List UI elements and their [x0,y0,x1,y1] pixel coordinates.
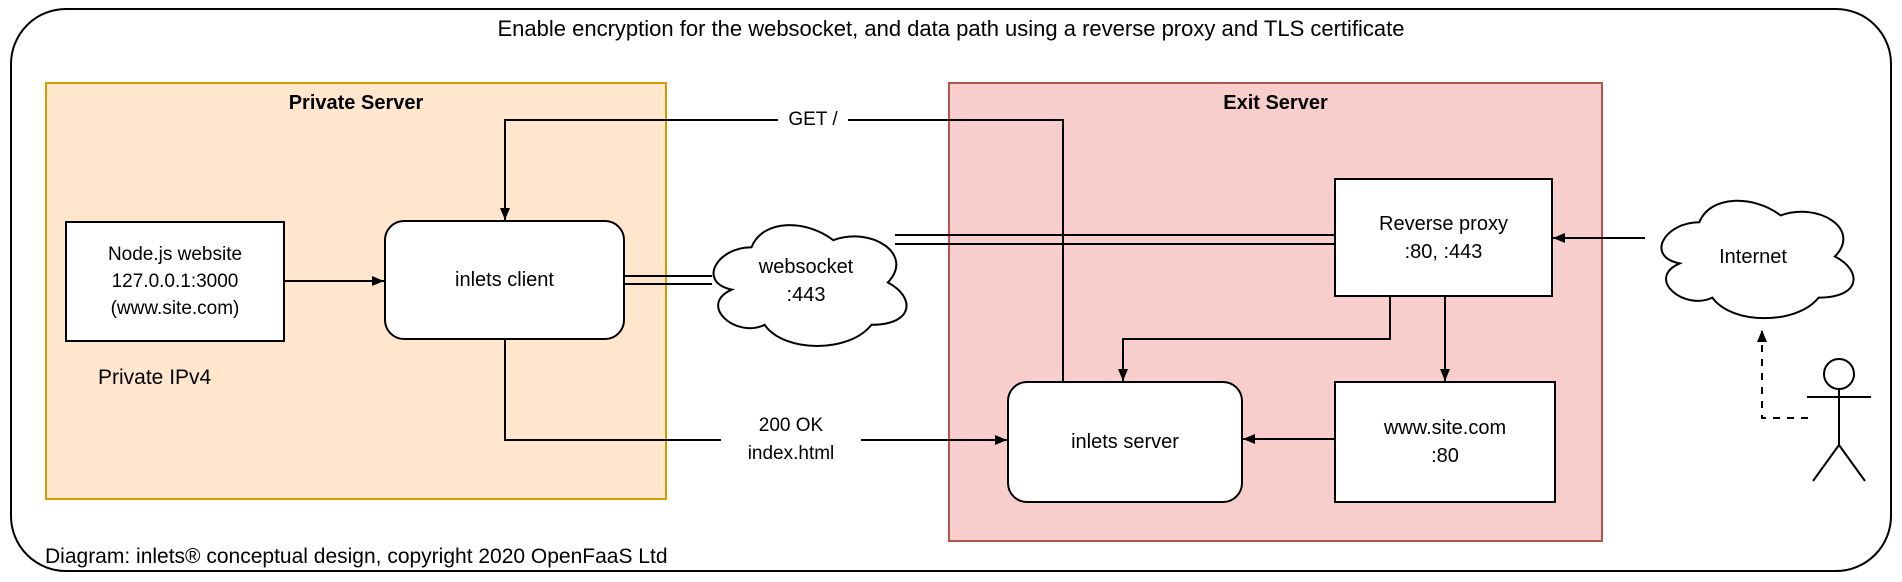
reverse-proxy-node: Reverse proxy :80, :443 [1334,178,1553,297]
reverse-proxy-line1: Reverse proxy [1379,212,1508,235]
private-ipv4-label: Private IPv4 [98,366,212,389]
nodejs-website-line2: 127.0.0.1:3000 [111,271,239,292]
nodejs-website-node: Node.js website 127.0.0.1:3000 (www.site… [65,221,285,342]
private-server-label: Private Server [288,92,424,114]
exit-server-label: Exit Server [1223,92,1328,114]
internet-cloud-label: Internet [1673,243,1833,271]
www-site-node: www.site.com :80 [1334,381,1556,503]
www-site-line1: www.site.com [1383,417,1507,439]
www-site-line2: :80 [1431,445,1459,467]
websocket-cloud-label: websocket :443 [716,253,896,309]
nodejs-website-line3: (www.site.com) [110,298,240,319]
nodejs-website-line1: Node.js website [107,244,243,265]
internet-cloud-text: Internet [1719,246,1787,268]
ok-edge-label-line2: index.html [747,443,835,464]
inlets-client-label: inlets client [455,269,554,291]
ok-edge-label-line1: 200 OK [758,415,824,436]
get-edge-label: GET / [778,106,848,134]
footer-credit: Diagram: inlets® conceptual design, copy… [45,545,668,568]
websocket-cloud-line1: websocket [758,256,854,278]
inlets-server-node: inlets server [1007,381,1243,503]
outer-rounded-border [10,8,1892,572]
reverse-proxy-line2: :80, :443 [1404,240,1483,263]
ok-edge-label: 200 OK index.html [721,412,861,468]
diagram-title: Enable encryption for the websocket, and… [497,16,1405,41]
inlets-server-label: inlets server [1071,431,1179,453]
inlets-client-node: inlets client [384,220,625,340]
websocket-cloud-line2: :443 [786,284,826,306]
